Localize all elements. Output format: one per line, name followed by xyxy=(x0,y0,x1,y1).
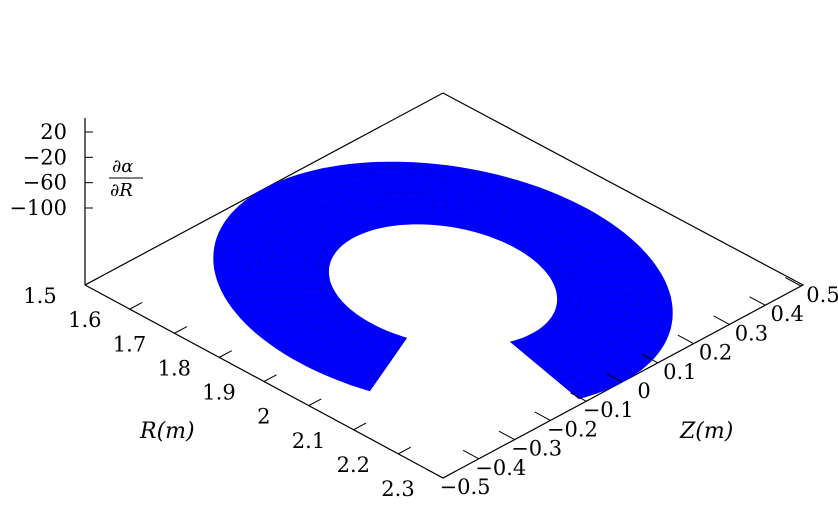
surface-mesh-ring xyxy=(224,168,662,394)
y-tick-label: 0 xyxy=(637,379,650,403)
x-tick-label: 2.2 xyxy=(337,453,370,477)
y-tick-label: 0.1 xyxy=(663,360,696,384)
y-tick-label: −0.2 xyxy=(547,417,598,441)
surface-mesh-ring xyxy=(236,174,650,388)
surface-mesh-ring xyxy=(293,205,593,360)
y-tick-label: 0.3 xyxy=(735,321,768,345)
y-tick xyxy=(785,277,802,287)
surface-band xyxy=(213,161,673,400)
x-tick-label: 2 xyxy=(257,405,270,429)
x-tick-label: 2.1 xyxy=(292,429,325,453)
x-tick xyxy=(398,446,412,455)
y-axis-label: Z(m) xyxy=(679,419,733,444)
y-tick xyxy=(677,334,694,345)
x-tick xyxy=(129,301,143,310)
x-tick-label: 1.5 xyxy=(23,284,56,308)
x-tick xyxy=(219,350,233,358)
x-tick xyxy=(84,277,98,286)
floor-outline xyxy=(84,92,805,479)
z-axis-label-numerator: ∂α xyxy=(112,156,133,177)
y-tick-label: −0.1 xyxy=(583,398,634,422)
x-tick xyxy=(353,422,367,431)
axis-ticks xyxy=(84,131,802,479)
x-tick xyxy=(442,470,456,479)
x-tick xyxy=(174,326,188,334)
y-tick xyxy=(749,296,766,306)
axis-tick-labels: 1.51.61.71.81.922.12.22.3−0.5−0.4−0.3−0.… xyxy=(9,120,838,501)
y-tick xyxy=(534,411,551,421)
z-axis-label-denominator: ∂R xyxy=(110,180,133,201)
y-tick-label: 0.2 xyxy=(699,341,732,365)
y-tick-label: 0.5 xyxy=(806,283,838,307)
y-tick xyxy=(641,353,659,364)
x-tick-label: 1.9 xyxy=(202,381,235,405)
y-tick-label: −0.4 xyxy=(475,456,526,480)
surface-mesh-radial xyxy=(369,337,407,391)
surface-mesh-ring xyxy=(282,198,604,365)
surface-mesh-ring xyxy=(270,192,616,371)
surface-mesh-radial xyxy=(510,341,579,399)
z-axis-label: ∂α ∂R xyxy=(109,156,143,201)
z-tick-label: −100 xyxy=(9,196,67,220)
surface-mesh-ring xyxy=(316,217,570,348)
z-tick-label: 20 xyxy=(40,120,67,144)
y-tick xyxy=(606,373,623,383)
surface-mesh-ring xyxy=(247,180,639,382)
x-tick-label: 1.6 xyxy=(68,308,101,332)
x-tick xyxy=(308,398,322,407)
x-tick-label: 1.8 xyxy=(158,356,191,380)
axes-box xyxy=(84,92,805,479)
y-tick xyxy=(462,449,480,460)
z-tick-label: −20 xyxy=(23,145,67,169)
y-tick xyxy=(570,392,587,402)
y-tick-label: −0.5 xyxy=(440,475,491,499)
x-tick-label: 1.7 xyxy=(113,332,146,356)
y-tick xyxy=(713,315,730,325)
y-tick-label: −0.3 xyxy=(511,437,562,461)
surface-mesh-ring xyxy=(305,211,581,354)
surface-mesh-ring xyxy=(259,186,627,377)
z-tick-label: −60 xyxy=(23,171,67,195)
surface-annulus xyxy=(213,161,673,400)
x-tick xyxy=(263,374,277,382)
x-tick-label: 2.3 xyxy=(381,477,414,501)
y-tick-label: 0.4 xyxy=(770,302,803,326)
y-tick xyxy=(498,430,515,441)
x-axis-label: R(m) xyxy=(139,419,195,444)
y-tick xyxy=(427,469,444,479)
